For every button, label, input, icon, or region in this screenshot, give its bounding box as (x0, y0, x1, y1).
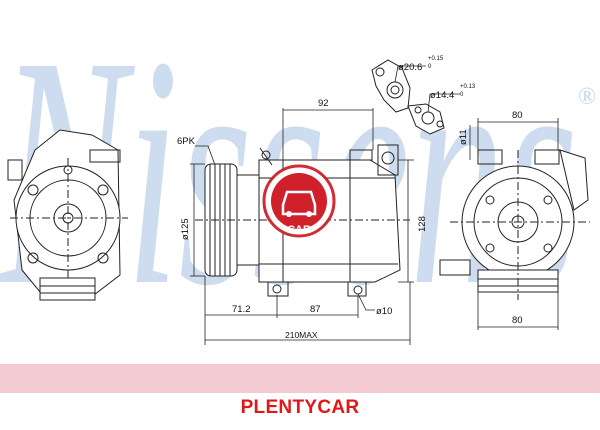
port-fittings (371, 59, 445, 135)
footer-band (0, 364, 600, 393)
port-large-tol-lower: 0 (428, 64, 432, 70)
dim-top-width: 92 (318, 98, 329, 109)
port-large-tol-upper: +0.15 (428, 56, 444, 62)
stamp-word: CAR (287, 224, 311, 236)
front-view-compressor (7, 129, 128, 301)
rear-view-compressor (439, 149, 590, 300)
registered-mark: ® (578, 84, 596, 110)
mount-hole-top-label: ø11 (458, 129, 469, 145)
dim-body-height: 128 (417, 216, 428, 232)
port-small-tol-upper: +0.13 (460, 84, 476, 90)
port-large-label: ø20.6 (398, 62, 422, 73)
dim-right-bottom-width: 80 (512, 315, 523, 326)
pulley-diameter-label: ø125 (180, 218, 191, 240)
port-small-label: ø14.4 (430, 90, 454, 101)
dimension-lines (190, 65, 559, 345)
port-small-tol-lower: 0 (460, 92, 464, 98)
belt-type-label: 6PK (177, 136, 196, 147)
dim-body-length: 87 (310, 304, 321, 315)
dim-total-length: 210MAX (285, 330, 318, 340)
dimension-labels: 92 6PK ø125 128 71.2 87 210MAX ø10 ø20.6… (177, 56, 523, 340)
brand-name: PLENTYCAR (240, 397, 360, 418)
dim-pulley-offset: 71.2 (232, 304, 251, 315)
mount-hole-bottom-label: ø10 (376, 306, 392, 317)
plentycar-stamp: CAR (262, 164, 336, 238)
dim-right-top-width: 80 (512, 110, 523, 121)
